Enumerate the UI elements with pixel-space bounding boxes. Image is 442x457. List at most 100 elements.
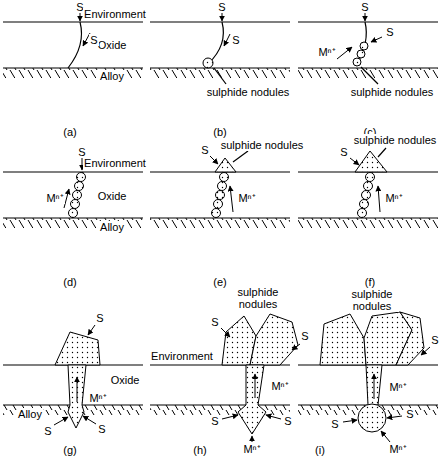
flux-arrow: [374, 374, 375, 399]
figure-label: Environment: [150, 350, 214, 362]
sulphide-nodule: [353, 58, 361, 66]
sulphide-nodule: [75, 182, 84, 191]
sulphide-nodule: [215, 158, 236, 172]
panel-letter: (e): [212, 276, 227, 288]
figure-label: S: [300, 330, 309, 342]
figure-label: Oxide: [97, 39, 128, 51]
flux-arrow: [221, 328, 230, 337]
sulphide-nodule: [238, 365, 266, 434]
layer-or-leader-line: [233, 151, 248, 162]
sulphide-nodule: [360, 200, 369, 209]
flux-arrow: [77, 377, 78, 402]
figure-label: S: [210, 415, 219, 427]
flux-arrow: [381, 431, 390, 442]
sulphide-nodule: [68, 365, 86, 428]
flux-arrow: [222, 12, 223, 21]
figure-label: S: [89, 34, 98, 46]
panel-letter: (a): [62, 126, 77, 138]
figure-label: sulphide nodules: [345, 288, 399, 312]
oxide-crack: [68, 22, 82, 68]
figure-label: S: [283, 415, 292, 427]
sulphide-nodule: [71, 200, 80, 209]
sulphide-nodule: [77, 173, 86, 182]
figure-label: Alloy: [99, 221, 125, 233]
sulphide-nodule: [222, 316, 256, 365]
flux-arrow: [210, 156, 218, 164]
flux-arrow: [88, 325, 95, 335]
flux-arrow: [378, 186, 380, 212]
flux-arrow: [371, 37, 382, 42]
sulphide-nodule: [362, 191, 371, 200]
figure-label: Mⁿ⁺: [237, 192, 256, 204]
sulphide-nodule: [360, 42, 368, 50]
sulphide-nodule: [355, 151, 387, 172]
figure-label: sulphide nodules: [206, 86, 291, 98]
sulphide-nodule: [250, 314, 298, 365]
sulphide-nodule: [396, 312, 424, 365]
panel-letter: (g): [62, 444, 77, 456]
flux-arrow: [350, 158, 359, 165]
figure-label: Mⁿ⁺: [384, 192, 403, 204]
panel-e: [210, 151, 248, 218]
figure-label: S: [430, 334, 439, 346]
figure-label: Oxide: [97, 190, 128, 202]
figure-label: Oxide: [110, 374, 141, 386]
figure-label: S: [200, 144, 209, 156]
sulphide-nodule: [358, 404, 386, 432]
figure-label: Mⁿ⁺: [388, 381, 407, 393]
oxide-crack: [208, 22, 223, 64]
flux-arrow: [365, 12, 366, 21]
panel-letter: (f): [364, 276, 376, 288]
figure-label: sulphide nodules: [231, 286, 285, 310]
figure-label: S: [43, 425, 52, 437]
layer-or-leader-line: [150, 21, 290, 22]
flux-arrow: [343, 420, 357, 422]
alloy-hatching: [150, 405, 290, 415]
panel-i: [320, 312, 430, 442]
flux-arrow: [252, 436, 253, 442]
panel-a: [68, 12, 90, 68]
panel-c: [337, 12, 382, 84]
figure-label: S: [360, 1, 369, 13]
flux-arrow: [80, 12, 81, 21]
flux-arrow: [230, 186, 233, 212]
sulphide-nodule: [214, 200, 223, 209]
layer-lines: [3, 22, 438, 415]
flux-arrow: [421, 347, 430, 355]
figure-label: S: [330, 418, 339, 430]
sulphide-nodule: [320, 314, 366, 365]
panel-letter: (d): [62, 276, 77, 288]
flux-arrow: [83, 416, 96, 424]
layer-or-leader-line: [298, 21, 438, 22]
figure-label: Environment: [83, 8, 147, 20]
figure-label: Alloy: [17, 408, 43, 420]
figure-label: Environment: [83, 157, 147, 169]
figure-label: Mⁿ⁺: [317, 46, 336, 58]
figure-label: Mⁿ⁺: [270, 380, 289, 392]
figure-label: S: [217, 1, 226, 13]
sulphide-nodule: [220, 173, 229, 182]
sulphide-nodule: [364, 182, 373, 191]
layer-or-leader-line: [3, 21, 143, 22]
sulphide-nodule: [366, 173, 375, 182]
layer-or-leader-line: [214, 68, 226, 84]
flux-arrow: [224, 34, 230, 46]
figure-label: Alloy: [99, 70, 125, 82]
layer-or-leader-line: [378, 148, 386, 157]
sulphide-nodule: [55, 332, 100, 365]
flux-arrow: [255, 374, 256, 398]
sulphide-nodule: [218, 182, 227, 191]
layer-or-leader-line: [3, 171, 143, 172]
panel-f: [350, 148, 387, 218]
figure-label: S: [210, 316, 219, 328]
flux-arrow: [387, 416, 402, 418]
flux-arrow: [266, 415, 281, 419]
figure-label: sulphide nodules: [350, 86, 435, 98]
panel-letter: (i): [314, 444, 326, 456]
figure-label: sulphide nodules: [220, 139, 305, 151]
figure-label: S: [385, 26, 394, 38]
alloy-hatching: [150, 218, 290, 228]
sulphide-nodule: [357, 50, 365, 58]
